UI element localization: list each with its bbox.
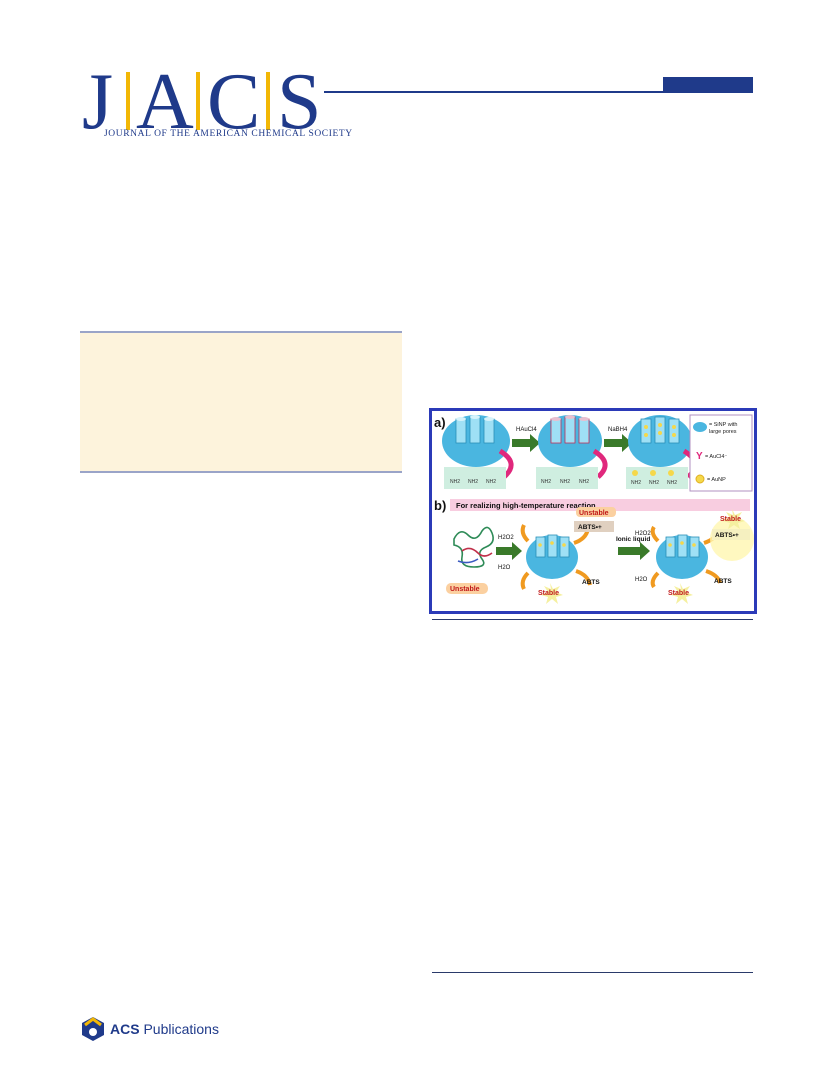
reaction-arrow: [618, 542, 650, 560]
aunp-icon: [695, 474, 705, 484]
h2o2-label: H2O2: [635, 531, 651, 537]
abts-label: ABTS: [582, 579, 600, 586]
nh2-label: NH2: [450, 479, 460, 485]
logo-letter-a: A: [136, 58, 194, 146]
legend-sinp: = SiNP with: [709, 422, 737, 428]
curved-arrow: [575, 569, 592, 586]
publisher-rest: Publications: [139, 1021, 219, 1037]
abts-radical-box: [712, 529, 750, 540]
sinp-particle: [538, 415, 602, 467]
acs-hexagon-icon: [82, 1017, 104, 1041]
stable-burst: [541, 583, 563, 604]
publisher-acs: ACS: [110, 1021, 140, 1037]
logo-letter-c: C: [207, 58, 261, 146]
sinp-particle: [628, 415, 692, 467]
arrow-label-haucl4: HAuCl4: [516, 427, 537, 433]
legend-aunp: = AuNP: [707, 477, 726, 483]
curved-arrow: [650, 525, 660, 543]
sinp-particle: [656, 534, 708, 579]
nh2-label: NH2: [560, 479, 570, 485]
publisher-name: ACS Publications: [110, 1021, 219, 1037]
abts-radical-label: ABTS•+: [715, 532, 739, 539]
stable-label: Stable: [538, 590, 559, 597]
curved-arrow: [650, 571, 660, 589]
logo-divider: [196, 72, 200, 130]
h2o-label: H2O: [635, 577, 648, 583]
stable-label: Stable: [720, 516, 741, 523]
logo-letter-j: J: [82, 58, 114, 146]
reaction-arrow: [604, 434, 632, 452]
unstable-label: Unstable: [450, 586, 480, 593]
stable-burst: [671, 583, 693, 604]
abts-radical-label: ABTS•+: [578, 524, 602, 531]
reaction-arrow: [496, 542, 522, 560]
figure-rule-top: [432, 619, 753, 620]
stable-burst: [723, 509, 745, 529]
journal-name: JOURNAL OF THE AMERICAN CHEMICAL SOCIETY: [104, 129, 353, 139]
nh2-label: NH2: [541, 479, 551, 485]
surface-box: [536, 467, 598, 489]
logo-divider: [266, 72, 270, 130]
reaction-arrow: [512, 434, 540, 452]
logo-divider: [126, 72, 130, 130]
stable-label: Stable: [668, 590, 689, 597]
header-accent-block: [663, 77, 753, 93]
figure-rule-bottom: [432, 972, 753, 973]
curved-arrow: [592, 448, 608, 479]
abts-label: ABTS: [714, 578, 732, 585]
legend-sinp-2: large pores: [709, 429, 737, 435]
figure-graphic: a) NH2 NH2 NH2 HAuCl4: [434, 414, 754, 604]
abts-radical-box: [574, 521, 614, 532]
curved-arrow: [705, 569, 722, 584]
sinp-particle: [526, 534, 578, 579]
nh2-label: NH2: [579, 479, 589, 485]
panel-a-label: a): [434, 415, 446, 430]
unstable-label: Unstable: [579, 510, 609, 517]
banner-text: For realizing high-temperature reaction: [456, 501, 596, 510]
legend-aucl4: = AuCl4⁻: [705, 454, 727, 460]
curved-arrow: [498, 448, 514, 479]
enzyme-structure: [453, 526, 494, 568]
panel-b-label: b): [434, 498, 446, 513]
nh2-label: NH2: [468, 479, 478, 485]
ionic-liquid-label: Ionic liquid: [616, 536, 650, 543]
h2o2-label: H2O2: [498, 535, 514, 541]
curved-arrow: [520, 571, 530, 590]
arrow-label-nabh4: NaBH4: [608, 427, 628, 433]
curved-arrow: [520, 524, 530, 543]
banner: [450, 499, 750, 511]
surface-box: [444, 467, 506, 489]
nh2-label: NH2: [486, 479, 496, 485]
h2o-label: H2O: [498, 565, 511, 571]
abstract-box: [80, 331, 402, 473]
sinp-icon: [693, 422, 707, 432]
unstable-badge: [446, 583, 488, 594]
logo-letter-s: S: [277, 58, 322, 146]
header-rule: [324, 91, 753, 93]
sinp-particle: [442, 415, 510, 467]
aucl4-icon: Y: [696, 451, 703, 462]
unstable-badge: [576, 507, 616, 517]
nh2-label: NH2: [649, 480, 659, 486]
toc-figure: a) NH2 NH2 NH2 HAuCl4: [429, 408, 757, 614]
nh2-label: NH2: [667, 480, 677, 486]
nh2-label: NH2: [631, 480, 641, 486]
